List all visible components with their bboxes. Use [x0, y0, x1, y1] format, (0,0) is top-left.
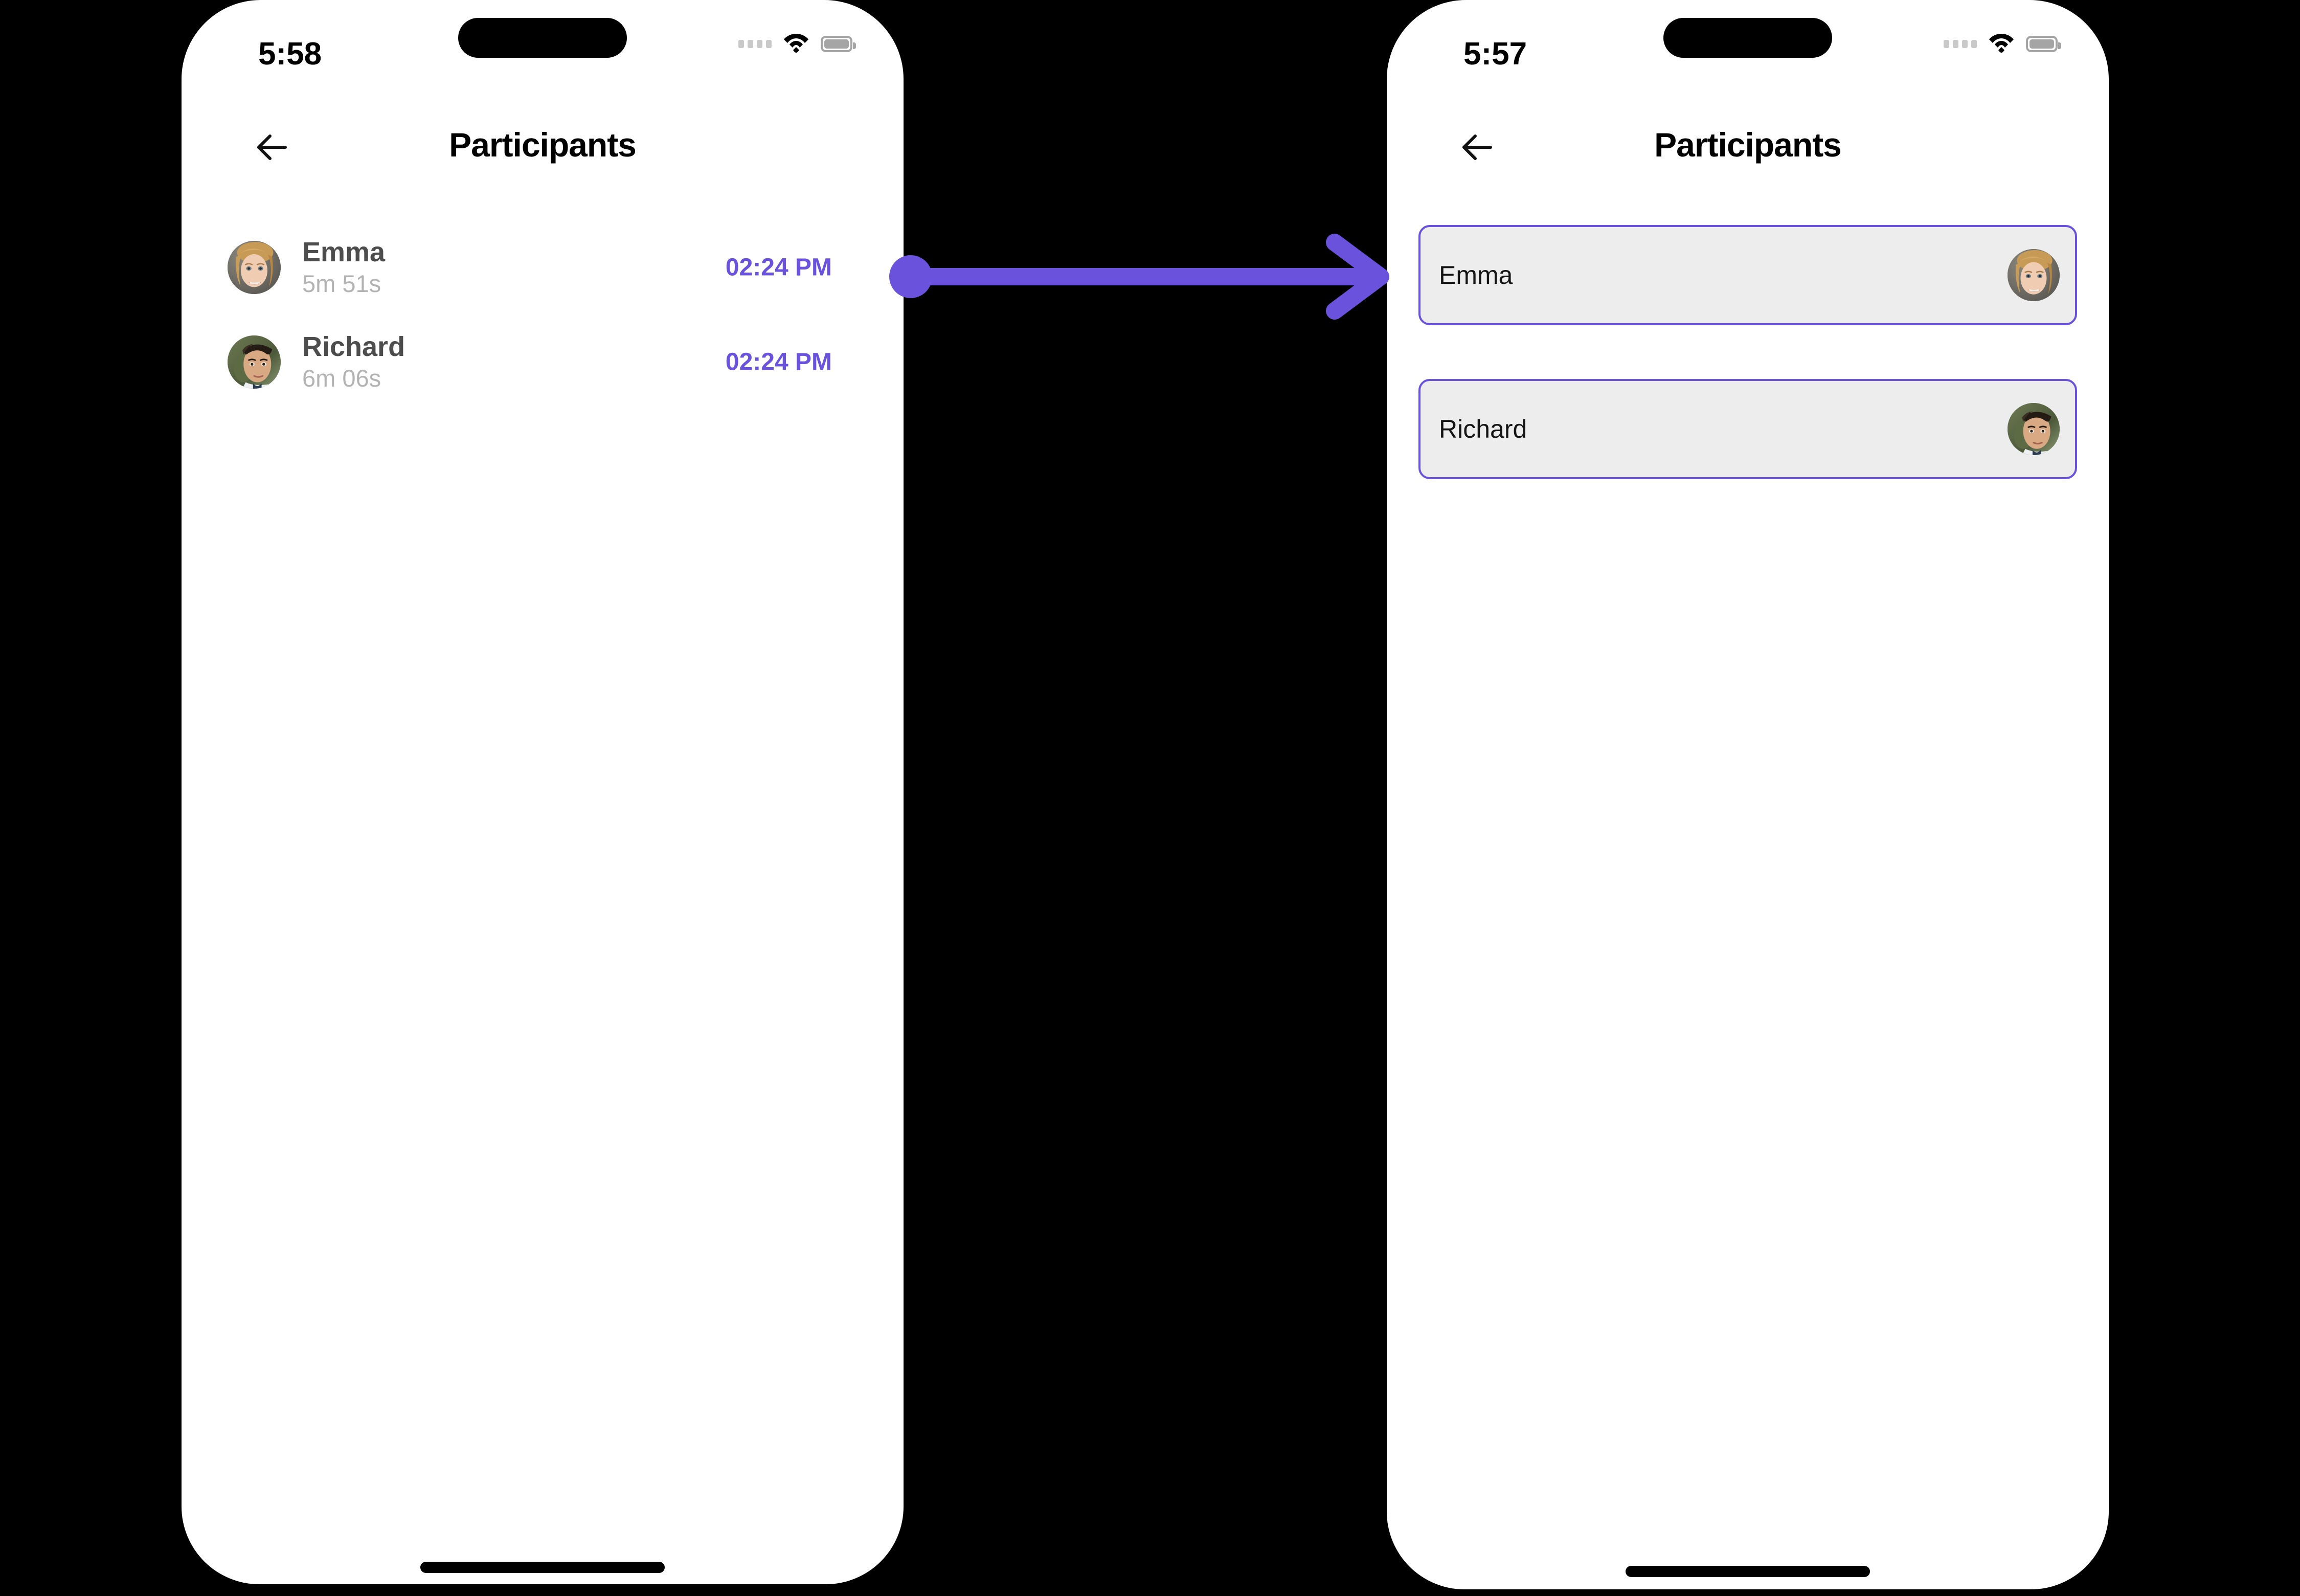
status-bar-left: 5:58 [182, 0, 904, 82]
status-icons [1944, 32, 2061, 56]
back-button[interactable] [1456, 129, 1502, 165]
participant-name: Richard [302, 331, 405, 363]
avatar-richard [2008, 403, 2060, 455]
participant-duration: 5m 51s [302, 270, 381, 298]
home-indicator [1626, 1566, 1870, 1577]
card-name: Emma [1439, 261, 1513, 289]
screen-corner-top-left [182, 0, 263, 82]
participant-duration: 6m 06s [302, 365, 381, 392]
arrow-head-icon [1326, 234, 1389, 320]
back-button[interactable] [251, 129, 297, 165]
cellular-dots-icon [1944, 39, 1977, 48]
participant-timestamp: 02:24 PM [725, 254, 832, 281]
participant-cards: Emma [1387, 225, 2109, 533]
phone-left: 5:58 [182, 0, 904, 1584]
participant-timestamp: 02:24 PM [725, 348, 832, 375]
participant-name: Emma [302, 237, 386, 268]
arrow-left-icon [257, 134, 287, 160]
participant-texts: Emma 5m 51s [302, 238, 385, 296]
screen-corner-top-right [822, 0, 904, 82]
avatar-emma [2008, 249, 2060, 301]
participant-texts: Richard 6m 06s [302, 332, 405, 391]
status-time: 5:57 [1463, 36, 1527, 72]
participant-card-emma[interactable]: Emma [1418, 225, 2077, 325]
participant-row-emma[interactable]: Emma 5m 51s 02:24 PM [182, 220, 904, 314]
page-title: Participants [1654, 126, 1842, 164]
home-indicator [420, 1562, 665, 1573]
status-icons [738, 32, 856, 56]
card-name: Richard [1439, 415, 1527, 443]
battery-icon [821, 35, 856, 52]
battery-icon [2026, 35, 2061, 52]
status-time: 5:58 [258, 36, 322, 72]
screen-corner-top-right [2027, 0, 2109, 82]
page-title: Participants [449, 126, 637, 164]
participant-row-richard[interactable]: Richard 6m 06s 02:24 PM [182, 314, 904, 409]
wifi-icon [1988, 32, 2015, 56]
participants-list: Emma 5m 51s 02:24 PM [182, 220, 904, 409]
dynamic-island [1663, 18, 1832, 58]
avatar-richard [228, 335, 281, 389]
wifi-icon [783, 32, 809, 56]
arrow-left-icon [1462, 134, 1492, 160]
nav-bar-right: Participants [1387, 125, 2109, 182]
nav-bar-left: Participants [182, 125, 904, 182]
status-bar-right: 5:57 [1387, 0, 2109, 82]
avatar-emma [228, 240, 281, 294]
cellular-dots-icon [738, 39, 772, 48]
dynamic-island [458, 18, 627, 58]
screen-corner-top-left [1387, 0, 1469, 82]
phone-right: 5:57 [1387, 0, 2109, 1589]
participant-card-richard[interactable]: Richard [1418, 379, 2077, 479]
